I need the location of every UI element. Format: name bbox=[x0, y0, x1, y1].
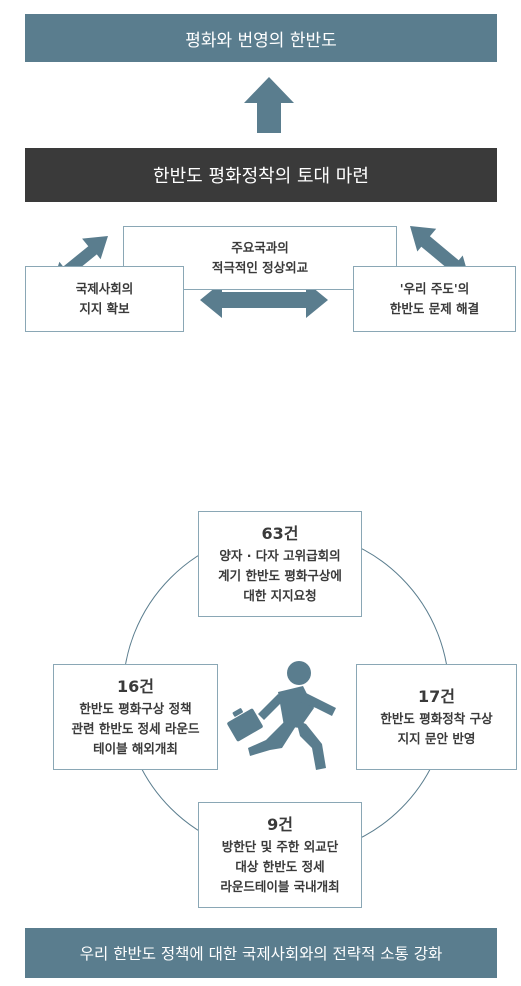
cycle-left-line2: 관련 한반도 정세 라운드 bbox=[71, 721, 200, 736]
cycle-top-line2: 계기 한반도 평화구상에 bbox=[218, 568, 342, 583]
cycle-right-count: 17건 bbox=[418, 687, 455, 706]
triangle-box-right: '우리 주도'의 한반도 문제 해결 bbox=[353, 266, 516, 332]
cycle-box-left: 16건 한반도 평화구상 정책 관련 한반도 정세 라운드 테이블 해외개최 bbox=[53, 664, 218, 770]
footer-banner: 우리 한반도 정책에 대한 국제사회와의 전략적 소통 강화 bbox=[25, 928, 497, 978]
cycle-left-line1: 한반도 평화구상 정책 bbox=[79, 701, 192, 716]
triangle-left-line1: 국제사회의 bbox=[75, 281, 134, 296]
triangle-right-line1: '우리 주도'의 bbox=[399, 281, 470, 296]
cycle-bottom-count: 9건 bbox=[267, 815, 293, 834]
cycle-top-line1: 양자 · 다자 고위급회의 bbox=[219, 548, 341, 563]
header-title: 평화와 번영의 한반도 bbox=[185, 30, 337, 51]
cycle-bottom-line1: 방한단 및 주한 외교단 bbox=[221, 839, 339, 854]
cycle-box-right: 17건 한반도 평화정착 구상 지지 문안 반영 bbox=[356, 664, 517, 770]
triangle-box-top: 주요국과의 적극적인 정상외교 bbox=[123, 226, 397, 290]
footer-title: 우리 한반도 정책에 대한 국제사회와의 전략적 소통 강화 bbox=[79, 945, 443, 963]
up-arrow-icon bbox=[244, 77, 294, 133]
cycle-bottom-line2: 대상 한반도 정세 bbox=[235, 859, 325, 874]
triangle-left-line2: 지지 확보 bbox=[79, 301, 130, 316]
cycle-right-line2: 지지 문안 반영 bbox=[397, 731, 476, 746]
cycle-box-top: 63건 양자 · 다자 고위급회의 계기 한반도 평화구상에 대한 지지요청 bbox=[198, 511, 362, 617]
triangle-top-line2: 적극적인 정상외교 bbox=[211, 260, 309, 275]
cycle-top-line3: 대한 지지요청 bbox=[243, 588, 317, 603]
cycle-left-line3: 테이블 해외개최 bbox=[93, 741, 178, 756]
cycle-top-count: 63건 bbox=[261, 524, 299, 543]
header-banner: 평화와 번영의 한반도 bbox=[25, 14, 497, 62]
foundation-title: 한반도 평화정착의 토대 마련 bbox=[153, 166, 369, 187]
triangle-right-line2: 한반도 문제 해결 bbox=[389, 301, 480, 316]
triangle-top-line1: 주요국과의 bbox=[231, 240, 289, 255]
cycle-box-bottom: 9건 방한단 및 주한 외교단 대상 한반도 정세 라운드테이블 국내개최 bbox=[198, 802, 362, 908]
foundation-banner: 한반도 평화정착의 토대 마련 bbox=[25, 148, 497, 202]
double-arrow-horizontal-icon bbox=[200, 282, 328, 318]
cycle-bottom-line3: 라운드테이블 국내개최 bbox=[220, 879, 340, 894]
cycle-right-line1: 한반도 평화정착 구상 bbox=[380, 711, 493, 726]
triangle-box-left: 국제사회의 지지 확보 bbox=[25, 266, 184, 332]
cycle-left-count: 16건 bbox=[117, 677, 154, 696]
businessman-running-icon bbox=[227, 661, 336, 770]
